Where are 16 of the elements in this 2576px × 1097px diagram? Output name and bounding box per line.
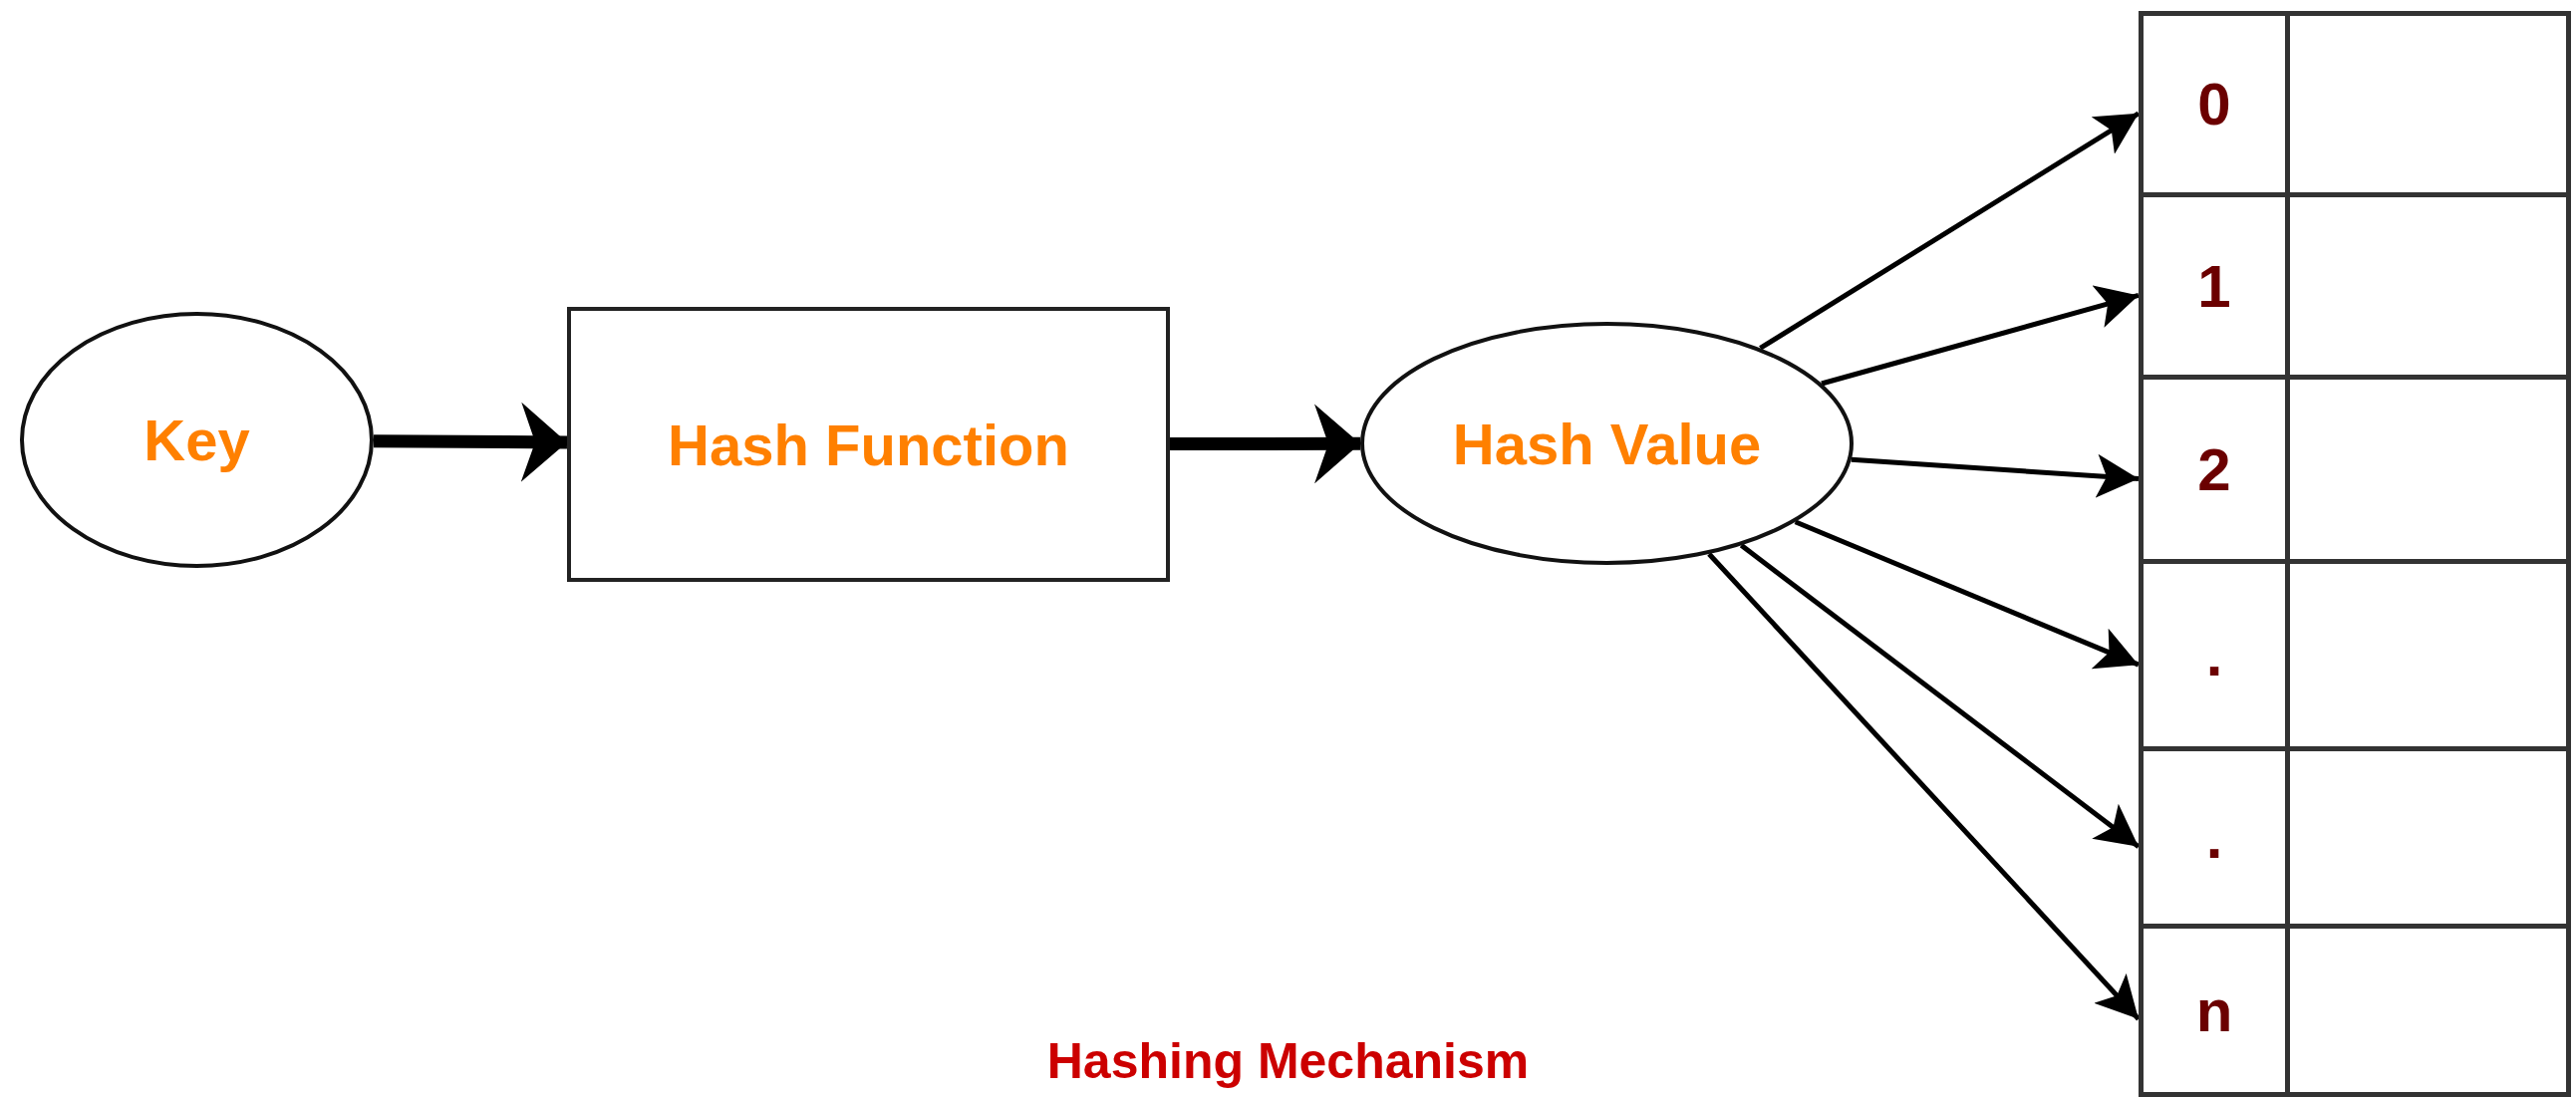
arrow	[373, 402, 568, 482]
ellipse-node	[20, 312, 374, 568]
node-label: Key	[143, 407, 250, 473]
arrow	[1739, 543, 2141, 849]
index-label: n	[2144, 929, 2290, 1092]
ellipse-node	[1360, 322, 1854, 565]
arrow	[1794, 519, 2140, 670]
caption: Hashing Mechanism	[1046, 1033, 1530, 1089]
node-label: Hash Function	[668, 411, 1069, 478]
arrow	[1851, 453, 2140, 498]
arrow	[1759, 111, 2141, 351]
arrow	[1821, 285, 2140, 387]
arrow	[1707, 552, 2141, 1021]
node-label: Hash Value	[1452, 410, 1762, 477]
process-box	[567, 307, 1170, 582]
arrow	[1170, 404, 1361, 484]
